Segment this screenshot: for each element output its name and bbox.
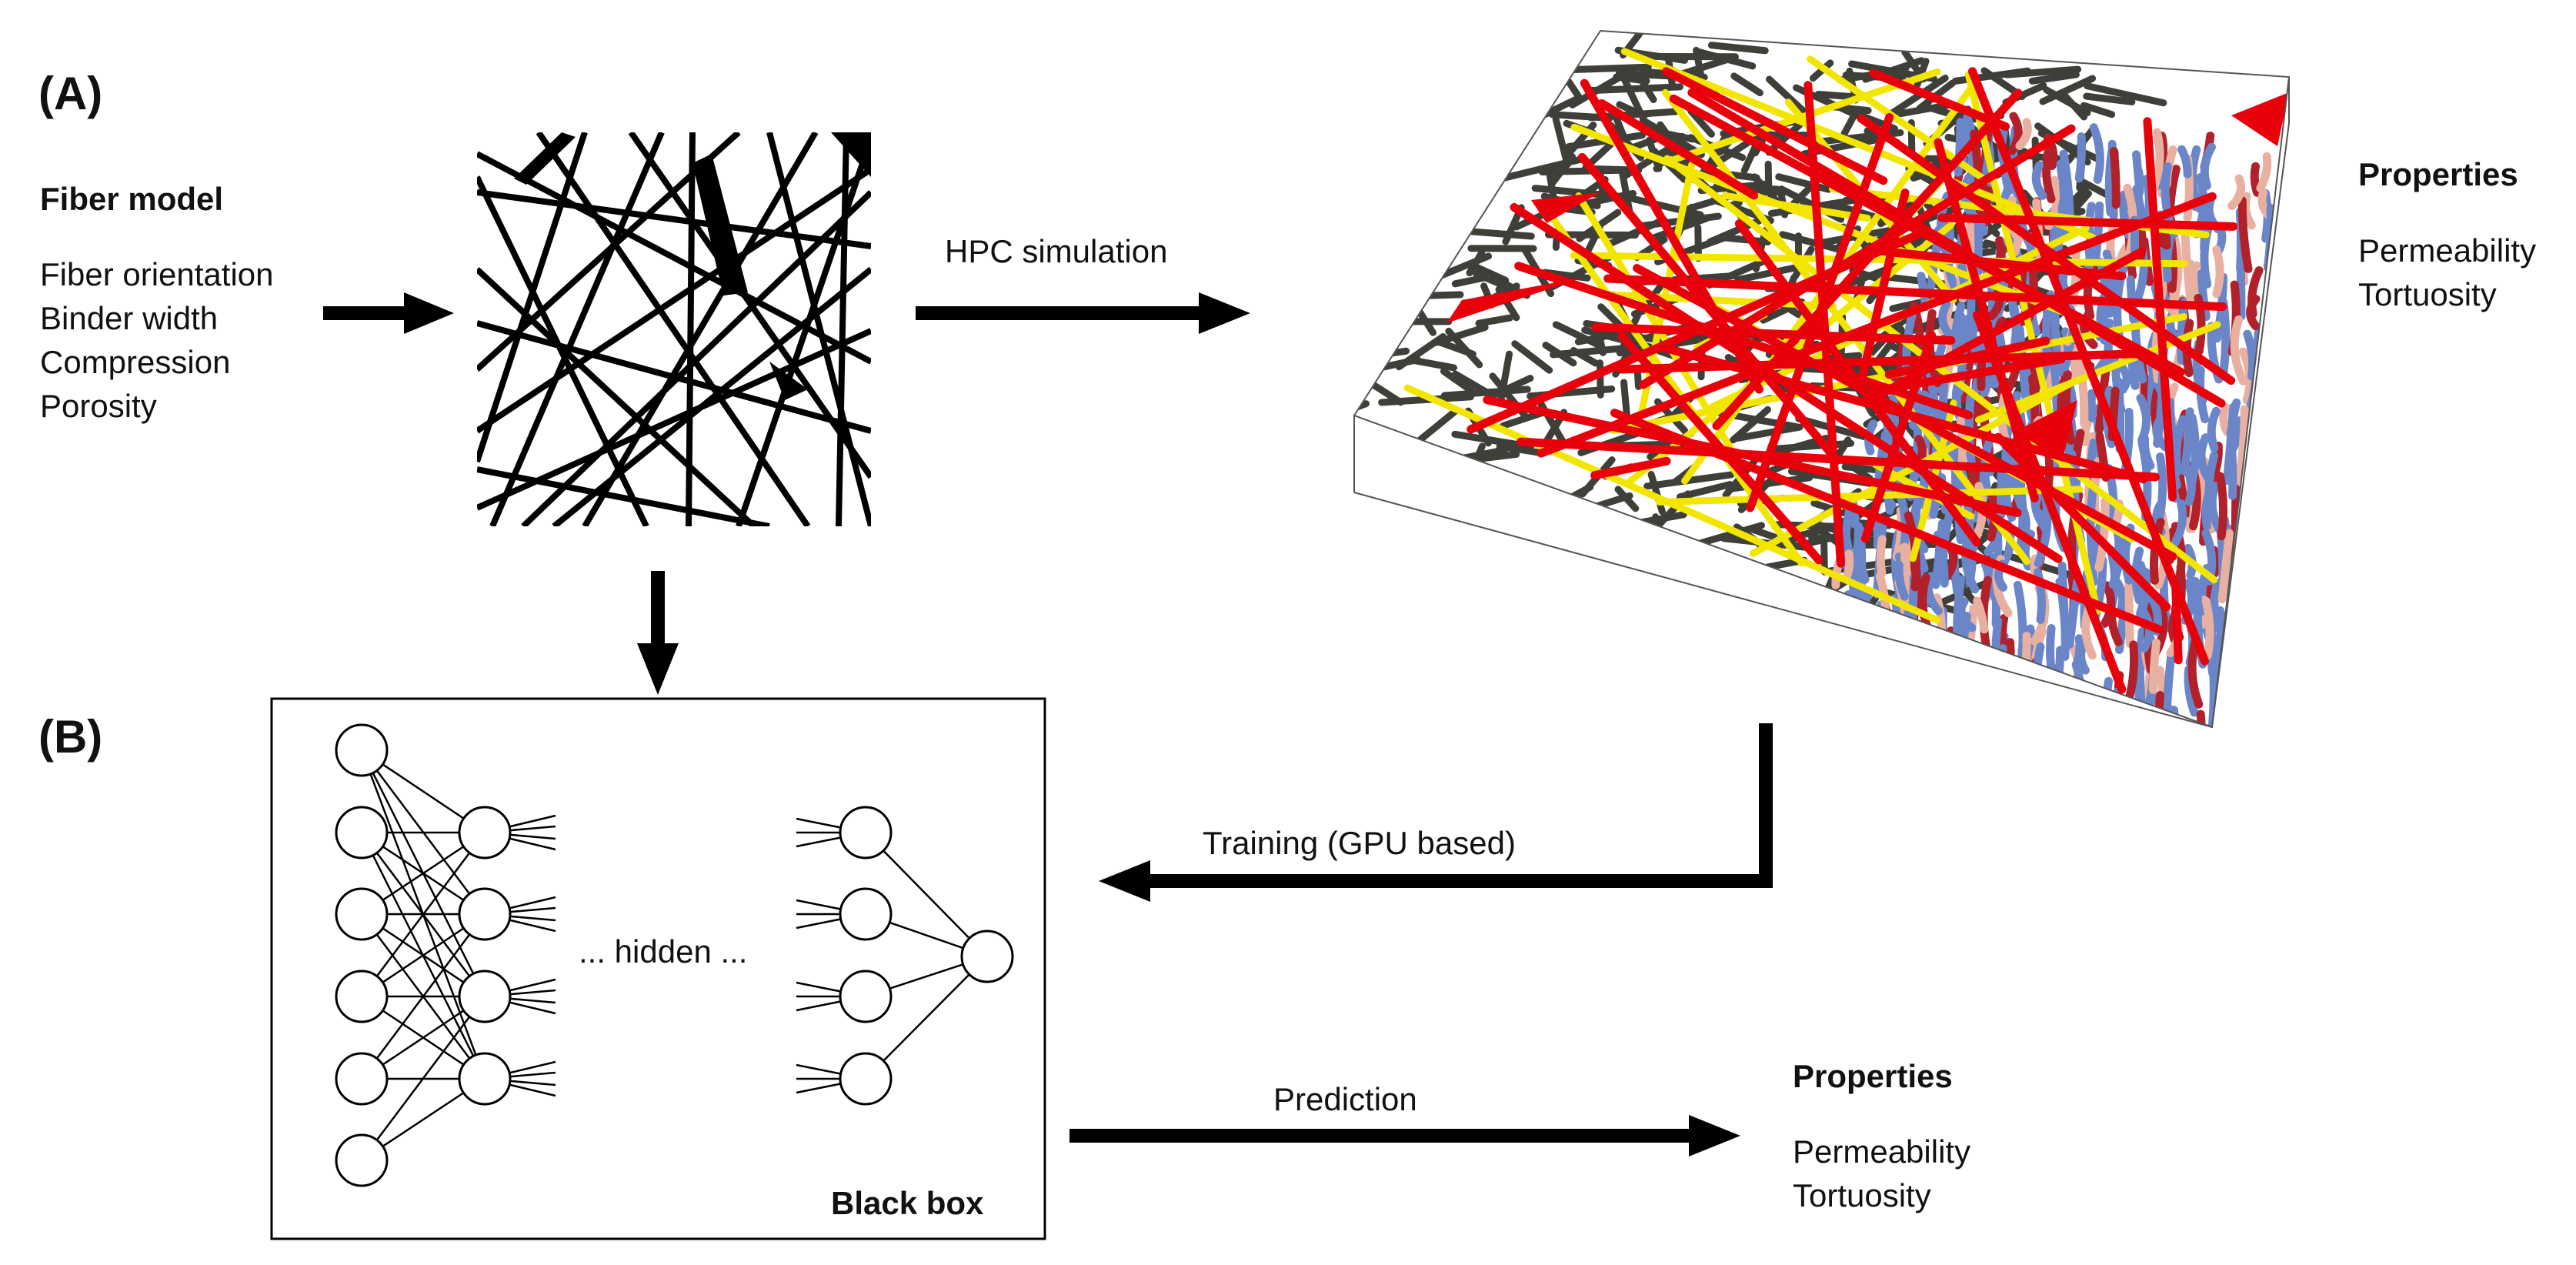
neural-network bbox=[335, 723, 1014, 1187]
fiber-model-title: Fiber model bbox=[40, 181, 224, 217]
property-item: Tortuosity bbox=[2358, 276, 2497, 312]
fiber-model-param: Binder width bbox=[40, 300, 219, 336]
black-box-frame bbox=[270, 697, 1046, 1240]
network-node bbox=[839, 887, 893, 941]
network-node bbox=[335, 970, 389, 1023]
network-node bbox=[335, 806, 389, 859]
black-box-label: Black box bbox=[831, 1185, 984, 1221]
network-node bbox=[335, 723, 389, 777]
network-node bbox=[335, 1133, 389, 1187]
training-label: Training (GPU based) bbox=[1203, 825, 1516, 861]
arrow-image-to-black-box bbox=[637, 571, 679, 695]
network-node bbox=[839, 1052, 893, 1106]
fiber-model-param: Porosity bbox=[40, 388, 157, 424]
arrow-training bbox=[1099, 723, 1773, 902]
fiber-model-params: Fiber orientation Binder width Compressi… bbox=[40, 259, 274, 434]
hpc-simulation-label: HPC simulation bbox=[945, 233, 1168, 269]
fiber-model-param: Fiber orientation bbox=[40, 256, 274, 292]
network-node bbox=[839, 970, 893, 1023]
prediction-label: Prediction bbox=[1273, 1081, 1417, 1117]
properties-bottom-list: Permeability Tortuosity bbox=[1793, 1136, 1970, 1223]
panel-label-a: (A) bbox=[38, 68, 103, 119]
property-item: Permeability bbox=[1793, 1133, 1971, 1170]
panel-label-b: (B) bbox=[38, 711, 103, 763]
property-item: Permeability bbox=[2358, 232, 2537, 269]
network-node bbox=[458, 1052, 512, 1106]
properties-top-title: Properties bbox=[2358, 156, 2518, 192]
arrow-hpc-simulation bbox=[916, 292, 1250, 334]
network-node bbox=[960, 930, 1014, 983]
fiber-model-param: Compression bbox=[40, 344, 231, 380]
network-node bbox=[458, 887, 512, 941]
network-node bbox=[839, 806, 893, 859]
hidden-layers-label: ... hidden ... bbox=[579, 933, 748, 970]
arrow-fiber-model-to-image bbox=[323, 292, 454, 334]
network-node bbox=[335, 1052, 389, 1106]
properties-bottom-title: Properties bbox=[1793, 1058, 1953, 1094]
arrow-prediction bbox=[1069, 1115, 1740, 1157]
property-item: Tortuosity bbox=[1793, 1177, 1931, 1213]
network-node bbox=[458, 970, 512, 1023]
simulation-result-image bbox=[1353, 29, 2291, 729]
properties-top-list: Permeability Tortuosity bbox=[2358, 235, 2536, 322]
network-node bbox=[335, 887, 389, 941]
network-node bbox=[458, 806, 512, 859]
fiber-structure-image bbox=[477, 132, 871, 526]
